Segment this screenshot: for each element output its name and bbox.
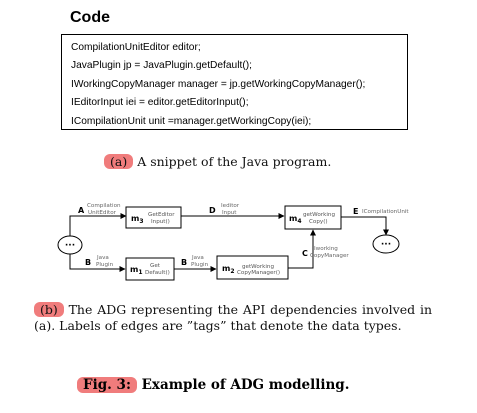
edge-e-line xyxy=(341,216,389,236)
svg-text:m4: m4 xyxy=(289,214,302,225)
node-m4-desc1: getWorking xyxy=(303,212,335,218)
edge-d-tag: D Ieditor Input xyxy=(209,203,240,216)
svg-text:m2: m2 xyxy=(222,264,235,275)
edge-c-tag: C Iworking CopyManager xyxy=(302,246,349,259)
code-snippet-box: CompilationUnitEditor editor; JavaPlugin… xyxy=(61,34,408,130)
node-m2-desc1: getWorking xyxy=(242,264,274,270)
code-line: IEditorInput iei = editor.getEditorInput… xyxy=(71,97,249,109)
edge-b1-desc1: Java xyxy=(96,255,109,261)
caption-a-text: A snippet of the Java program. xyxy=(133,154,332,169)
node-m2-main: m xyxy=(222,264,230,273)
edge-d-desc2: Input xyxy=(222,210,237,216)
node-m1-sub: 1 xyxy=(138,269,142,276)
edge-b1-line xyxy=(69,254,126,272)
edge-b1-letter: B xyxy=(85,258,91,267)
edge-d-desc1: Ieditor xyxy=(221,203,240,209)
node-m3-main: m xyxy=(131,214,139,223)
end-node: ··· xyxy=(372,234,400,254)
node-m3: m3 GetEditor Input() xyxy=(125,206,182,229)
node-m1-desc2: Default() xyxy=(145,270,170,276)
node-m2: m2 getWorking CopyManager() xyxy=(216,255,289,280)
node-m3-desc2: Input() xyxy=(151,219,170,225)
edge-e-tag: E ICompilationUnit xyxy=(353,207,409,216)
figure-title: Example of ADG modelling. xyxy=(136,377,350,393)
node-m1-main: m xyxy=(130,265,138,274)
edge-c-letter: C xyxy=(302,249,308,258)
node-m4-main: m xyxy=(289,214,297,223)
node-m4-sub: 4 xyxy=(297,218,301,225)
caption-a: (a) A snippet of the Java program. xyxy=(104,154,331,170)
node-m3-desc1: GetEditor xyxy=(148,212,175,218)
edge-a-desc2: UnitEditor xyxy=(88,210,117,216)
edge-b1-desc2: Plugin xyxy=(96,262,114,268)
code-line: ICompilationUnit unit =manager.getWorkin… xyxy=(71,115,312,127)
edge-e-letter: E xyxy=(353,207,358,216)
edge-a-desc1: Compilation xyxy=(87,203,121,209)
node-m1: m1 Get Default() xyxy=(125,257,175,281)
caption-b-text: The ADG representing the API dependencie… xyxy=(34,302,432,333)
edge-b1-tag: B Java Plugin xyxy=(85,255,114,268)
edge-d-letter: D xyxy=(209,206,216,215)
start-node-label: ··· xyxy=(65,241,75,251)
node-m3-sub: 3 xyxy=(139,218,143,225)
edge-c-line xyxy=(288,229,316,269)
edge-b2-tag: B Java Plugin xyxy=(181,255,209,268)
caption-b-label: (b) xyxy=(34,302,64,317)
edge-a-tag: A Compilation UnitEditor xyxy=(78,203,121,216)
code-line: JavaPlugin jp = JavaPlugin.getDefault(); xyxy=(71,60,252,72)
code-heading: Code xyxy=(70,9,110,26)
node-m4-desc2: Copy() xyxy=(309,219,328,225)
node-m2-desc2: CopyManager() xyxy=(237,270,280,276)
figure-label: Fig. 3: xyxy=(77,377,137,393)
node-m1-desc1: Get xyxy=(150,263,161,269)
edge-e-desc1: ICompilationUnit xyxy=(362,209,409,215)
caption-b: (b) The ADG representing the API depende… xyxy=(34,302,432,334)
code-line: IWorkingCopyManager manager = jp.getWork… xyxy=(71,78,366,90)
edge-c-desc2: CopyManager xyxy=(310,253,349,259)
code-line: CompilationUnitEditor editor; xyxy=(71,42,201,53)
svg-text:m1: m1 xyxy=(130,265,143,276)
end-node-label: ··· xyxy=(381,240,391,250)
edge-c-desc1: Iworking xyxy=(314,246,338,252)
edge-b2-desc1: Java xyxy=(191,255,204,261)
figure-caption: Fig. 3: Example of ADG modelling. xyxy=(77,377,349,393)
start-node: ··· xyxy=(57,235,83,255)
edge-a-letter: A xyxy=(78,206,85,215)
edge-b2-desc2: Plugin xyxy=(191,262,209,268)
node-m4: m4 getWorking Copy() xyxy=(284,205,342,230)
caption-a-label: (a) xyxy=(104,154,134,169)
edge-b2-letter: B xyxy=(181,258,187,267)
svg-text:m3: m3 xyxy=(131,214,144,225)
node-m2-sub: 2 xyxy=(230,268,234,275)
edge-a-line xyxy=(69,213,127,236)
